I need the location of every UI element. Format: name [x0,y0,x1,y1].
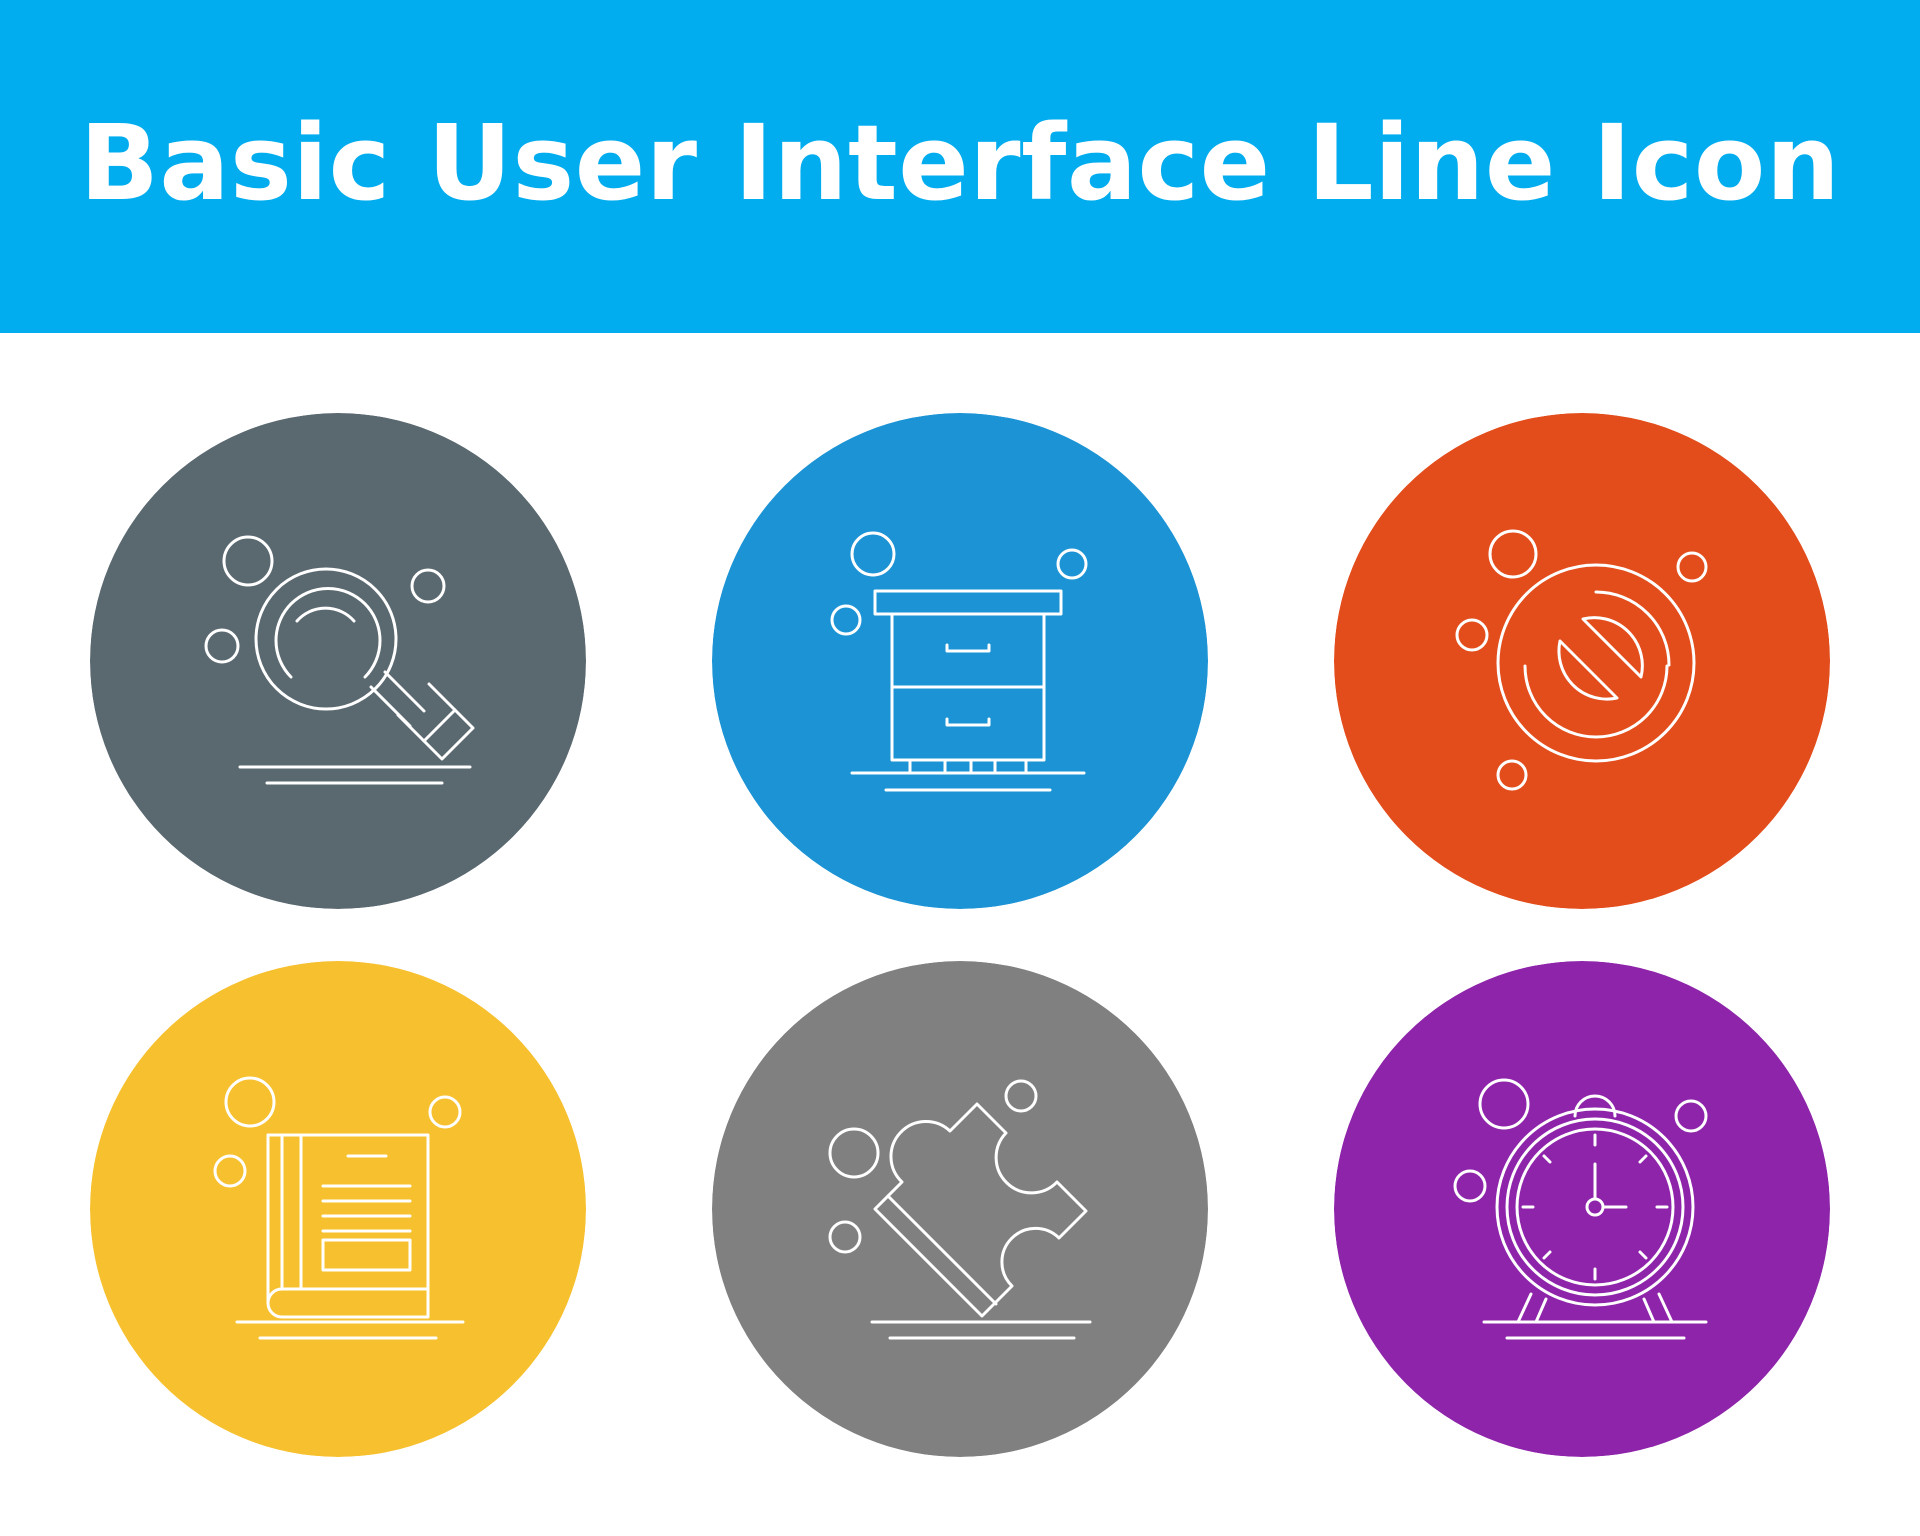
page-title: Basic User Interface Line Icon [79,101,1841,224]
search-icon [90,413,586,909]
prohibited-icon [1334,413,1830,909]
beehive-icon [712,413,1208,909]
badge-background [712,961,1208,1457]
book-icon [90,961,586,1457]
alarm-clock-icon [1334,961,1830,1457]
header-banner: Basic User Interface Line Icon [0,0,1920,333]
puzzle-icon [712,961,1208,1457]
badge-background [90,961,586,1457]
badge-background [90,413,586,909]
badge-background [1334,961,1830,1457]
badge-background [712,413,1208,909]
